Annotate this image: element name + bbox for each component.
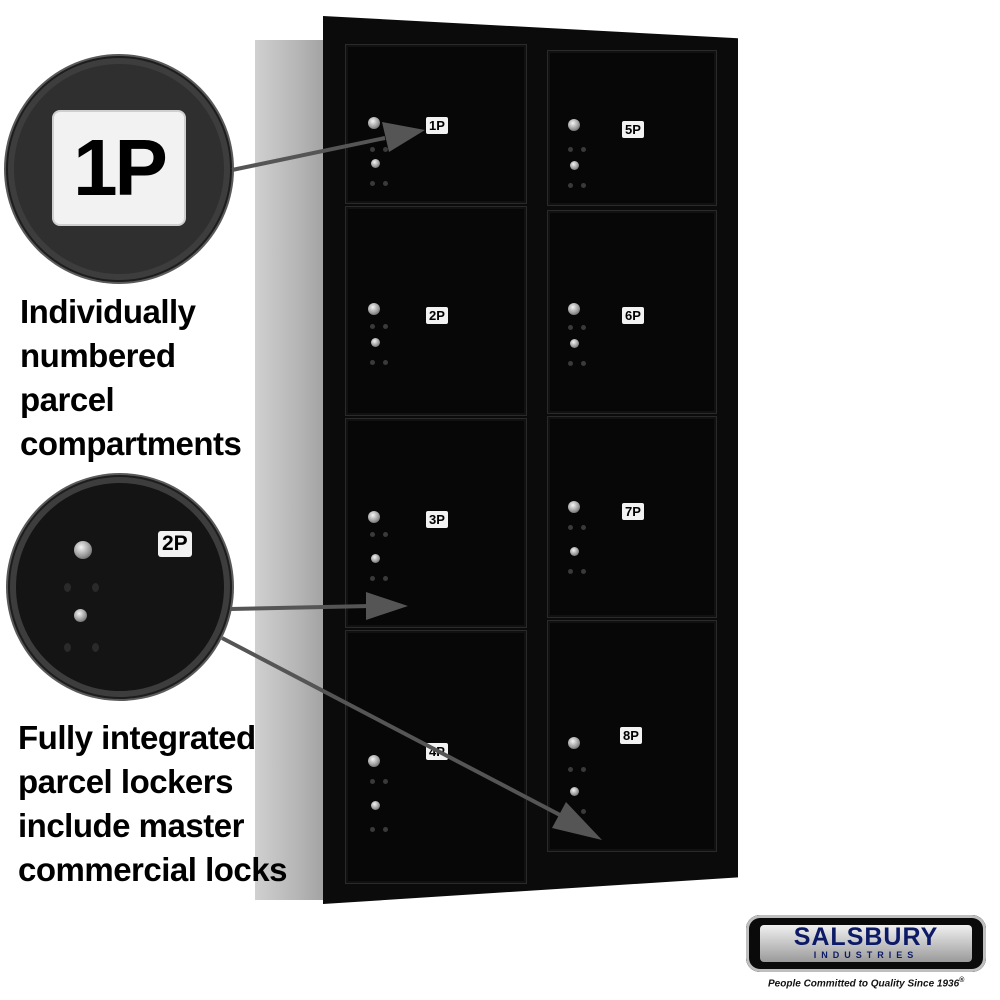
lock-icon <box>368 303 380 315</box>
compartment-number: 7P <box>622 503 644 520</box>
registered-mark: ® <box>959 977 965 984</box>
compartment-door-1p: 1P <box>345 44 527 204</box>
lock-icon <box>368 117 380 129</box>
caption-line: parcel <box>20 381 115 418</box>
caption-line: numbered <box>20 337 176 374</box>
compartment-door-2p: 2P <box>345 206 527 416</box>
arrow-to-1p <box>231 136 386 172</box>
lock-icon <box>74 609 87 622</box>
lock-icon <box>568 303 580 315</box>
caption-line: parcel lockers <box>18 763 233 800</box>
lock-icon <box>570 339 579 348</box>
brand-name: SALSBURY <box>793 923 939 951</box>
lock-icon <box>570 161 579 170</box>
caption-master-locks: Fully integrated parcel lockers include … <box>18 716 288 892</box>
caption-line: Fully integrated <box>18 719 256 756</box>
lock-icon <box>568 737 580 749</box>
lock-icon <box>371 554 380 563</box>
compartment-number: 6P <box>622 307 644 324</box>
parcel-locker-cabinet: 1P 2P 3P 4P 5P 6P <box>323 16 738 904</box>
brand-subtitle: INDUSTRIES <box>813 950 919 960</box>
arrow-to-8p <box>221 636 561 817</box>
compartment-number: 3P <box>426 511 448 528</box>
lock-icon <box>570 787 579 796</box>
zoomed-compartment-number: 2P <box>158 531 192 557</box>
lock-icon <box>74 541 92 559</box>
arrow-to-3p <box>229 604 371 611</box>
lock-icon <box>371 338 380 347</box>
compartment-number: 5P <box>622 121 644 138</box>
lock-icon <box>371 159 380 168</box>
compartment-door-5p: 5P <box>547 50 717 206</box>
compartment-number: 2P <box>426 307 448 324</box>
lock-icon <box>371 801 380 810</box>
lock-icon <box>568 501 580 513</box>
caption-numbered-compartments: Individually numbered parcel compartment… <box>20 290 242 466</box>
zoomed-number-plate: 1P <box>52 110 186 226</box>
caption-line: Individually <box>20 293 196 330</box>
compartment-number: 1P <box>426 117 448 134</box>
lock-detail-callout <box>10 477 230 697</box>
lock-icon <box>570 547 579 556</box>
caption-line: include master <box>18 807 244 844</box>
tagline-text: People Committed to Quality Since 1936 <box>768 978 960 990</box>
cabinet-side-panel <box>255 40 330 900</box>
lock-icon <box>368 755 380 767</box>
compartment-door-7p: 7P <box>547 416 717 618</box>
lock-icon <box>568 119 580 131</box>
brand-logo-plate <box>760 925 972 962</box>
brand-tagline: People Committed to Quality Since 1936® <box>768 977 964 989</box>
compartment-door-3p: 3P <box>345 418 527 628</box>
caption-line: commercial locks <box>18 851 288 888</box>
lock-icon <box>368 511 380 523</box>
caption-line: compartments <box>20 425 242 462</box>
compartment-door-6p: 6P <box>547 210 717 414</box>
compartment-number: 8P <box>620 727 642 744</box>
